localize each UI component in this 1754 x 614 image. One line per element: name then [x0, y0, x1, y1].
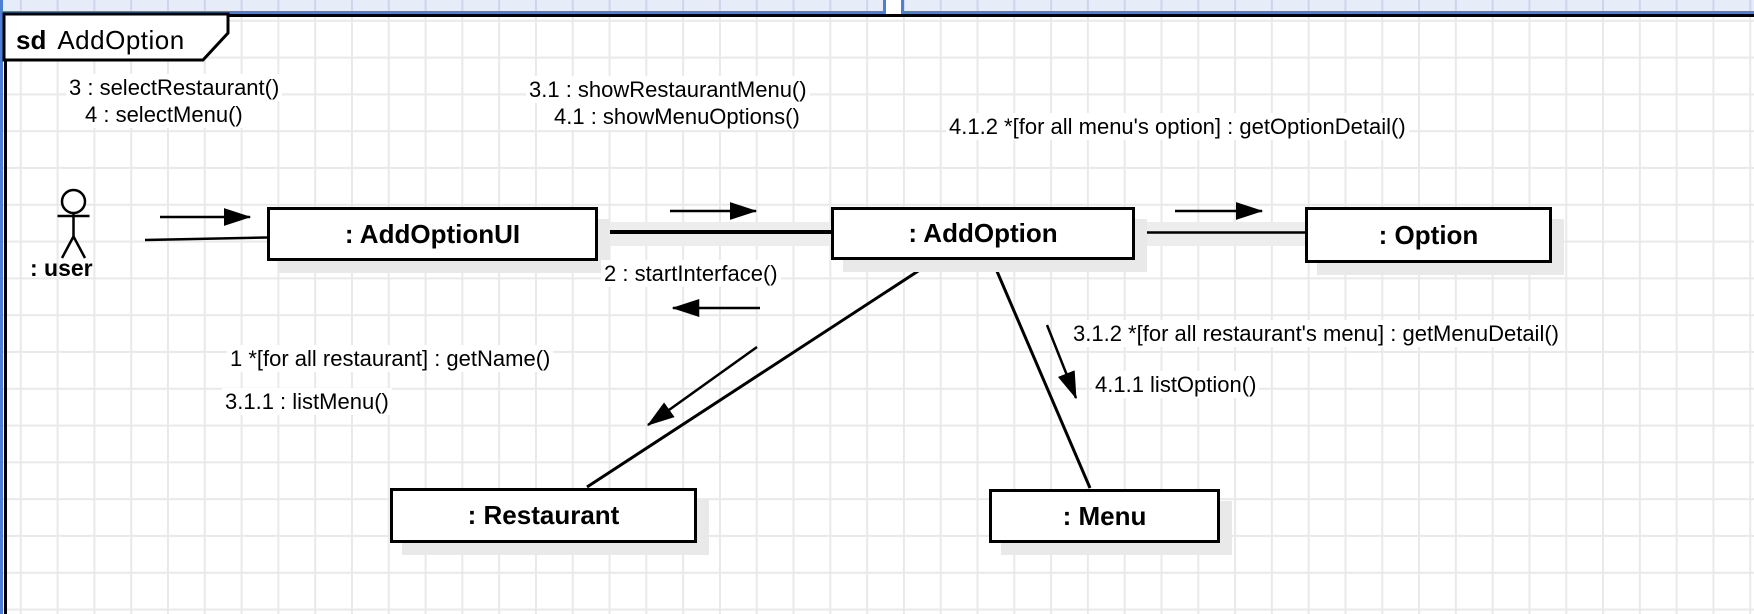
link-user-addoptionui[interactable] — [144, 236, 268, 242]
frame-label[interactable]: sd AddOption — [16, 25, 185, 56]
object-addoptionui[interactable]: : AddOptionUI — [267, 207, 598, 261]
message-start-interface[interactable]: 2 : startInterface() — [601, 260, 781, 287]
frame-name-pentagon[interactable] — [2, 12, 230, 62]
page-boundary-band — [0, 0, 1754, 14]
message-show-restaurant-menu[interactable]: 3.1 : showRestaurantMenu() — [526, 76, 810, 103]
link-addoption-restaurant[interactable] — [586, 260, 933, 489]
object-addoption[interactable]: : AddOption — [831, 207, 1135, 260]
object-label: : Menu — [1062, 500, 1147, 531]
message-list-option[interactable]: 4.1.1 listOption() — [1092, 371, 1260, 398]
actor-icon[interactable] — [57, 188, 90, 259]
message-arrow-addoption-to-restaurant[interactable] — [646, 345, 758, 427]
message-get-menu-detail[interactable]: 3.1.2 *[for all restaurant's menu] : get… — [1070, 320, 1562, 347]
frame-title: AddOption — [57, 25, 185, 55]
message-arrow-addoption-to-menu[interactable] — [1045, 324, 1078, 400]
object-option[interactable]: : Option — [1305, 207, 1552, 263]
message-list-menu[interactable]: 3.1.1 : listMenu() — [222, 388, 392, 415]
object-label: : Restaurant — [467, 500, 620, 530]
message-select-menu[interactable]: 4 : selectMenu() — [82, 101, 246, 128]
object-label: : AddOptionUI — [344, 218, 521, 249]
frame-operator: sd — [16, 25, 47, 55]
object-restaurant[interactable]: : Restaurant — [390, 488, 697, 543]
object-label: : AddOption — [908, 218, 1058, 248]
message-select-restaurant[interactable]: 3 : selectRestaurant() — [66, 74, 283, 101]
message-get-option-detail[interactable]: 4.1.2 *[for all menu's option] : getOpti… — [946, 113, 1409, 140]
link-addoption-menu[interactable] — [991, 261, 1092, 489]
actor-label[interactable]: : user — [30, 255, 93, 281]
object-label: : Option — [1378, 219, 1479, 250]
message-show-menu-options[interactable]: 4.1 : showMenuOptions() — [551, 103, 803, 130]
object-menu[interactable]: : Menu — [989, 489, 1220, 543]
message-get-name[interactable]: 1 *[for all restaurant] : getName() — [227, 345, 554, 372]
page-break-notch — [883, 0, 904, 14]
page-edge-left — [0, 0, 3, 614]
link-shadow-addoption-option — [1147, 222, 1319, 246]
